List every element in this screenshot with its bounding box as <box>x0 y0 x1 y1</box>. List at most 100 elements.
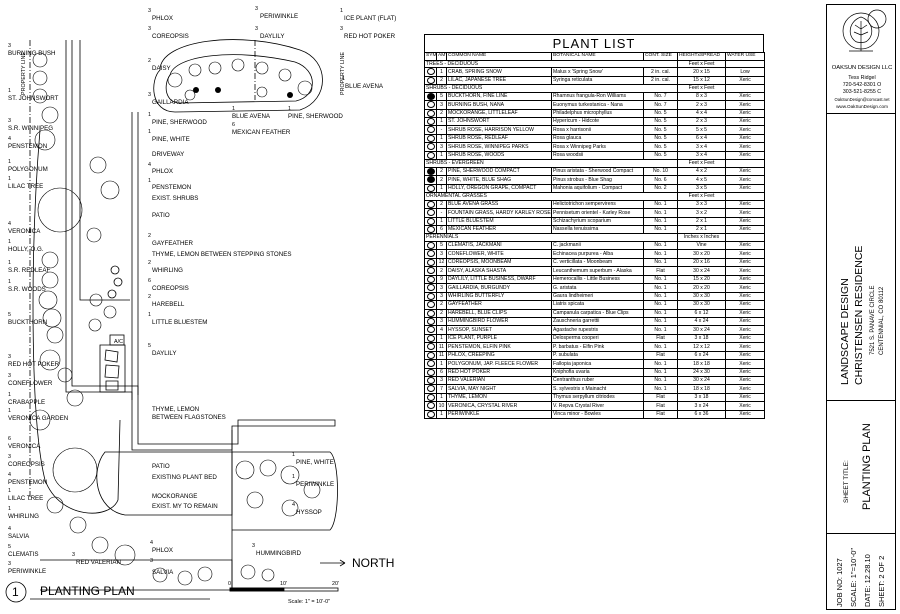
cell-amt: - <box>436 208 447 218</box>
label-mockorange: MOCKORANGE <box>152 493 197 500</box>
svg-text:1: 1 <box>148 178 151 184</box>
label-clematis: CLEMATIS <box>8 551 38 558</box>
cell-amt: 2 <box>436 175 447 185</box>
cell-common: CONEFLOWER, WHITE <box>446 249 552 259</box>
cell-common: CLEMATIS, JACKMANI <box>446 240 552 251</box>
cell-size: Flat <box>643 350 678 361</box>
plant-symbol-icon <box>426 267 435 275</box>
cell-amt: 3 <box>436 316 447 327</box>
label-red-hot-poker-t: RED HOT POKER <box>344 33 396 40</box>
cell-botanical: Nassella tenuissima <box>551 224 644 235</box>
label-ice-plant: ICE PLANT (FLAT) <box>344 15 396 22</box>
cell-water: Xeric <box>725 150 765 161</box>
plant-symbol-icon <box>426 385 435 393</box>
label-veronica-1: VERONICA <box>8 228 41 235</box>
cell-hs: 3 x 4 <box>677 150 726 161</box>
cell-hs: 15 x 20 <box>677 274 726 285</box>
svg-text:4: 4 <box>148 162 151 168</box>
label-penstemon-1: PENSTEMON <box>8 143 47 150</box>
plant-symbol-icon <box>426 218 435 225</box>
label-red-valerian: RED VALERIAN <box>76 559 121 566</box>
cell-common: POLYGONUM, JAP. FLEECE FLOWER <box>446 359 552 369</box>
svg-text:1: 1 <box>8 506 11 512</box>
label-phlox-b: PHLOX <box>152 547 173 554</box>
cell-hs: 30 x 20 <box>677 249 726 259</box>
cell-botanical: Gaura lindheimeri <box>551 291 644 302</box>
svg-text:3: 3 <box>340 26 343 32</box>
label-red-hot-poker-1: RED HOT POKER <box>8 361 60 368</box>
plant-symbol-icon <box>426 118 435 125</box>
plant-symbol-icon <box>426 143 435 151</box>
cell-water: Xeric <box>725 100 765 110</box>
label-pine-white-1: PINE, WHITE <box>152 136 190 143</box>
cell-hs: 4 x 4 <box>677 108 726 118</box>
cell-common: SHRUB ROSE, WOODS <box>446 150 552 161</box>
cell-size: No. 7 <box>643 91 678 102</box>
cell-amt: 1 <box>436 116 447 127</box>
plant-symbol-icon <box>426 343 435 351</box>
cell-size: No. 1 <box>643 283 678 293</box>
cell-common: PINE, WHITE, BLUE SHAG <box>446 175 552 185</box>
cell-hs: 6 x 24 <box>677 350 726 361</box>
cell-size: No. 1 <box>643 342 678 352</box>
plant-list-header-cell: COMMON NAME <box>446 52 552 61</box>
cell-water: Xeric <box>725 401 765 411</box>
plant-symbol-icon <box>426 352 435 359</box>
sheet-title-label: SHEET TITLE: <box>843 460 850 503</box>
plant-symbol-icon <box>426 301 435 308</box>
cell-size: Flat <box>643 409 678 420</box>
cell-water: Xeric <box>725 316 765 327</box>
cell-hs: 30 x 24 <box>677 325 726 335</box>
label-salvia-b: SALVIA <box>152 569 174 576</box>
svg-text:1: 1 <box>8 488 11 494</box>
cell-size: No. 1 <box>643 375 678 386</box>
cell-hs: 5 x 5 <box>677 125 726 135</box>
cell-botanical: C. jackmanii <box>551 240 644 251</box>
plant-list-title: PLANT LIST <box>424 34 764 52</box>
cell-botanical: Rosa woodsii <box>551 150 644 161</box>
label-sr-woods: S.R. WOODS <box>8 286 46 293</box>
label-coreopsis-l: COREOPSIS <box>8 461 45 468</box>
svg-text:1: 1 <box>232 106 235 112</box>
label-gaillardia: GAILLARDIA <box>152 99 189 106</box>
cell-botanical: Hemerocallis - Little Business <box>551 274 644 285</box>
section-name: TREES - DECIDUOUS <box>424 59 678 69</box>
svg-text:1: 1 <box>8 260 11 266</box>
sheet-scale: SCALE: 1"=10'-0" <box>849 547 858 607</box>
label-driveway: DRIVEWAY <box>152 151 184 158</box>
cell-size: No. 1 <box>643 300 678 310</box>
label-patio-2: PATIO <box>152 463 170 470</box>
section-name: PERENNIALS <box>424 233 678 242</box>
label-st-johnswort: ST. JOHNSWORT <box>8 95 59 102</box>
address-1: 7521 S. PANAVE CIRCLE <box>870 285 876 355</box>
plant-list-header-cell: AMT <box>436 52 447 61</box>
plant-symbol-icon <box>426 176 435 184</box>
label-lilac-tree-2: LILAC TREE <box>8 495 43 502</box>
cell-water: Low <box>725 67 765 77</box>
cell-size: No. 1 <box>643 199 678 210</box>
cell-botanical: Schizachyrium scoparium <box>551 216 644 226</box>
svg-text:3: 3 <box>8 118 11 124</box>
section-name: SHRUBS - DECIDUOUS <box>424 84 678 93</box>
cell-botanical: Rosa x Winnipeg Parks <box>551 142 644 152</box>
cell-common: BUCKTHORN, FINE LINE <box>446 91 552 102</box>
svg-text:3: 3 <box>8 43 11 49</box>
cell-amt: 6 <box>436 367 447 378</box>
cell-hs: 3 x 2 <box>677 208 726 218</box>
cell-amt: 11 <box>436 342 447 352</box>
label-thyme-lemon-2a: THYME, LEMON <box>152 406 199 413</box>
svg-text:5: 5 <box>8 544 11 550</box>
section-unit: Feet x Feet <box>677 159 726 168</box>
scale-tick-0: 0 <box>228 581 231 587</box>
cell-botanical: Euonymus turkestanica - Nana <box>551 100 644 110</box>
cell-size: No. 1 <box>643 291 678 302</box>
cell-water: Xeric <box>725 125 765 135</box>
cell-water: Xeric <box>725 283 765 293</box>
